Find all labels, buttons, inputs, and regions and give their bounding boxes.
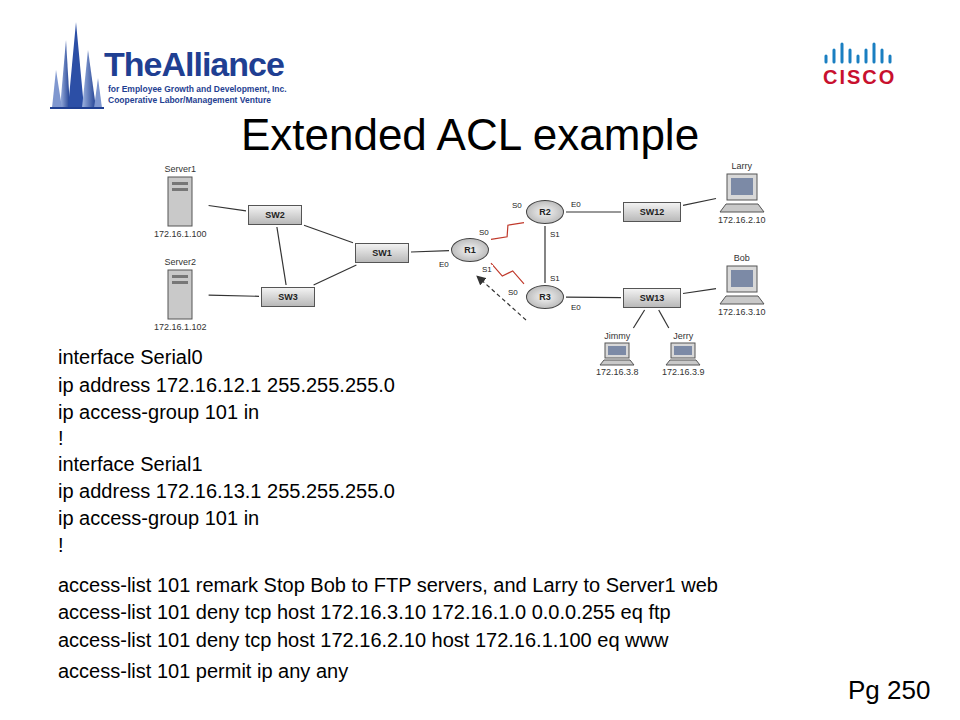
device-name: SW3 — [278, 292, 298, 303]
router-ellipse: R3 — [526, 285, 564, 309]
server-node: Server2 172.16.1.102 — [154, 256, 207, 333]
switch-box: SW12 — [623, 202, 681, 222]
brand-name: TheAlliance — [104, 46, 284, 82]
device-name: Bob — [734, 252, 750, 264]
server-node: Server1 172.16.1.100 — [154, 163, 207, 240]
pc-node: Jerry 172.16.3.9 — [662, 330, 705, 378]
ip-address: 172.16.3.8 — [596, 366, 639, 378]
alliance-building-logo — [50, 22, 104, 108]
interface-label: S1 — [549, 230, 561, 239]
ethernet-link — [209, 295, 259, 296]
device-name: Server1 — [165, 163, 197, 175]
server-icon — [168, 177, 192, 319]
config-line: access-list 101 deny tcp host 172.16.3.1… — [58, 600, 671, 624]
device-name: Larry — [732, 160, 753, 172]
device-name: SW13 — [640, 293, 665, 304]
config-line: access-list 101 deny tcp host 172.16.2.1… — [58, 628, 668, 652]
brand-tagline: for Employee Growth and Development, Inc… — [108, 84, 287, 94]
pc-icon — [600, 174, 764, 365]
device-name: Jerry — [673, 330, 693, 342]
device-name: R1 — [464, 245, 476, 256]
ip-address: 172.16.1.100 — [154, 228, 207, 240]
traffic-flow-arrow — [478, 277, 526, 320]
slide-title: Extended ACL example — [0, 110, 940, 160]
switch-box: SW13 — [623, 288, 681, 308]
switch-box: SW1 — [355, 243, 409, 263]
interface-label: S0 — [507, 288, 519, 297]
device-name: R3 — [539, 292, 551, 303]
interface-label: S1 — [481, 265, 493, 274]
interface-label: S0 — [511, 201, 523, 210]
device-name: SW12 — [640, 207, 665, 218]
interface-label: E0 — [570, 303, 582, 312]
interface-label: E0 — [570, 200, 582, 209]
ip-address: 172.16.2.10 — [718, 214, 766, 226]
ethernet-link — [411, 251, 449, 252]
device-name: SW1 — [372, 248, 392, 259]
interface-label: S1 — [549, 274, 561, 283]
ethernet-link — [659, 310, 669, 328]
config-line: interface Serial0 — [58, 345, 203, 369]
ip-address: 172.16.1.102 — [154, 321, 207, 333]
config-line: access-list 101 remark Stop Bob to FTP s… — [58, 573, 718, 597]
ethernet-link — [683, 199, 716, 206]
device-name: Jimmy — [604, 330, 630, 342]
interface-label: E0 — [438, 260, 450, 269]
config-line: ! — [58, 426, 64, 450]
ethernet-link — [683, 289, 716, 294]
pc-node: Larry 172.16.2.10 — [718, 160, 766, 226]
switch-box: SW3 — [261, 287, 315, 307]
ethernet-link — [304, 225, 353, 242]
switch-box: SW2 — [248, 205, 302, 225]
config-line: interface Serial1 — [58, 452, 203, 476]
router-ellipse: R1 — [451, 238, 489, 262]
serial-link — [491, 263, 524, 284]
config-line: ip access-group 101 in — [58, 400, 259, 424]
device-name: Server2 — [165, 256, 197, 268]
pc-node: Bob 172.16.3.10 — [718, 252, 766, 318]
ethernet-link — [566, 297, 621, 299]
ethernet-link — [314, 265, 357, 285]
ethernet-link — [633, 310, 644, 328]
interface-label: S0 — [478, 228, 490, 237]
config-line: ip address 172.16.12.1 255.255.255.0 — [58, 373, 395, 397]
router-ellipse: R2 — [526, 200, 564, 224]
ethernet-link — [277, 227, 286, 285]
ip-address: 172.16.3.9 — [662, 366, 705, 378]
config-line: ip access-group 101 in — [58, 506, 259, 530]
ethernet-link — [209, 206, 246, 211]
brand-tagline: Cooperative Labor/Management Venture — [108, 95, 271, 105]
cisco-bars-logo — [826, 44, 890, 62]
serial-link — [491, 223, 524, 240]
device-name: R2 — [539, 207, 551, 218]
config-line: ip address 172.16.13.1 255.255.255.0 — [58, 479, 395, 503]
page-number: Pg 250 — [848, 676, 930, 704]
brand-name: CISCO — [823, 66, 896, 88]
pc-node: Jimmy 172.16.3.8 — [596, 330, 639, 378]
ip-address: 172.16.3.10 — [718, 306, 766, 318]
device-name: SW2 — [265, 210, 285, 221]
config-line: access-list 101 permit ip any any — [58, 659, 348, 683]
ethernet-link — [566, 211, 621, 212]
config-line: ! — [58, 533, 64, 557]
ethernet-link — [544, 226, 545, 283]
